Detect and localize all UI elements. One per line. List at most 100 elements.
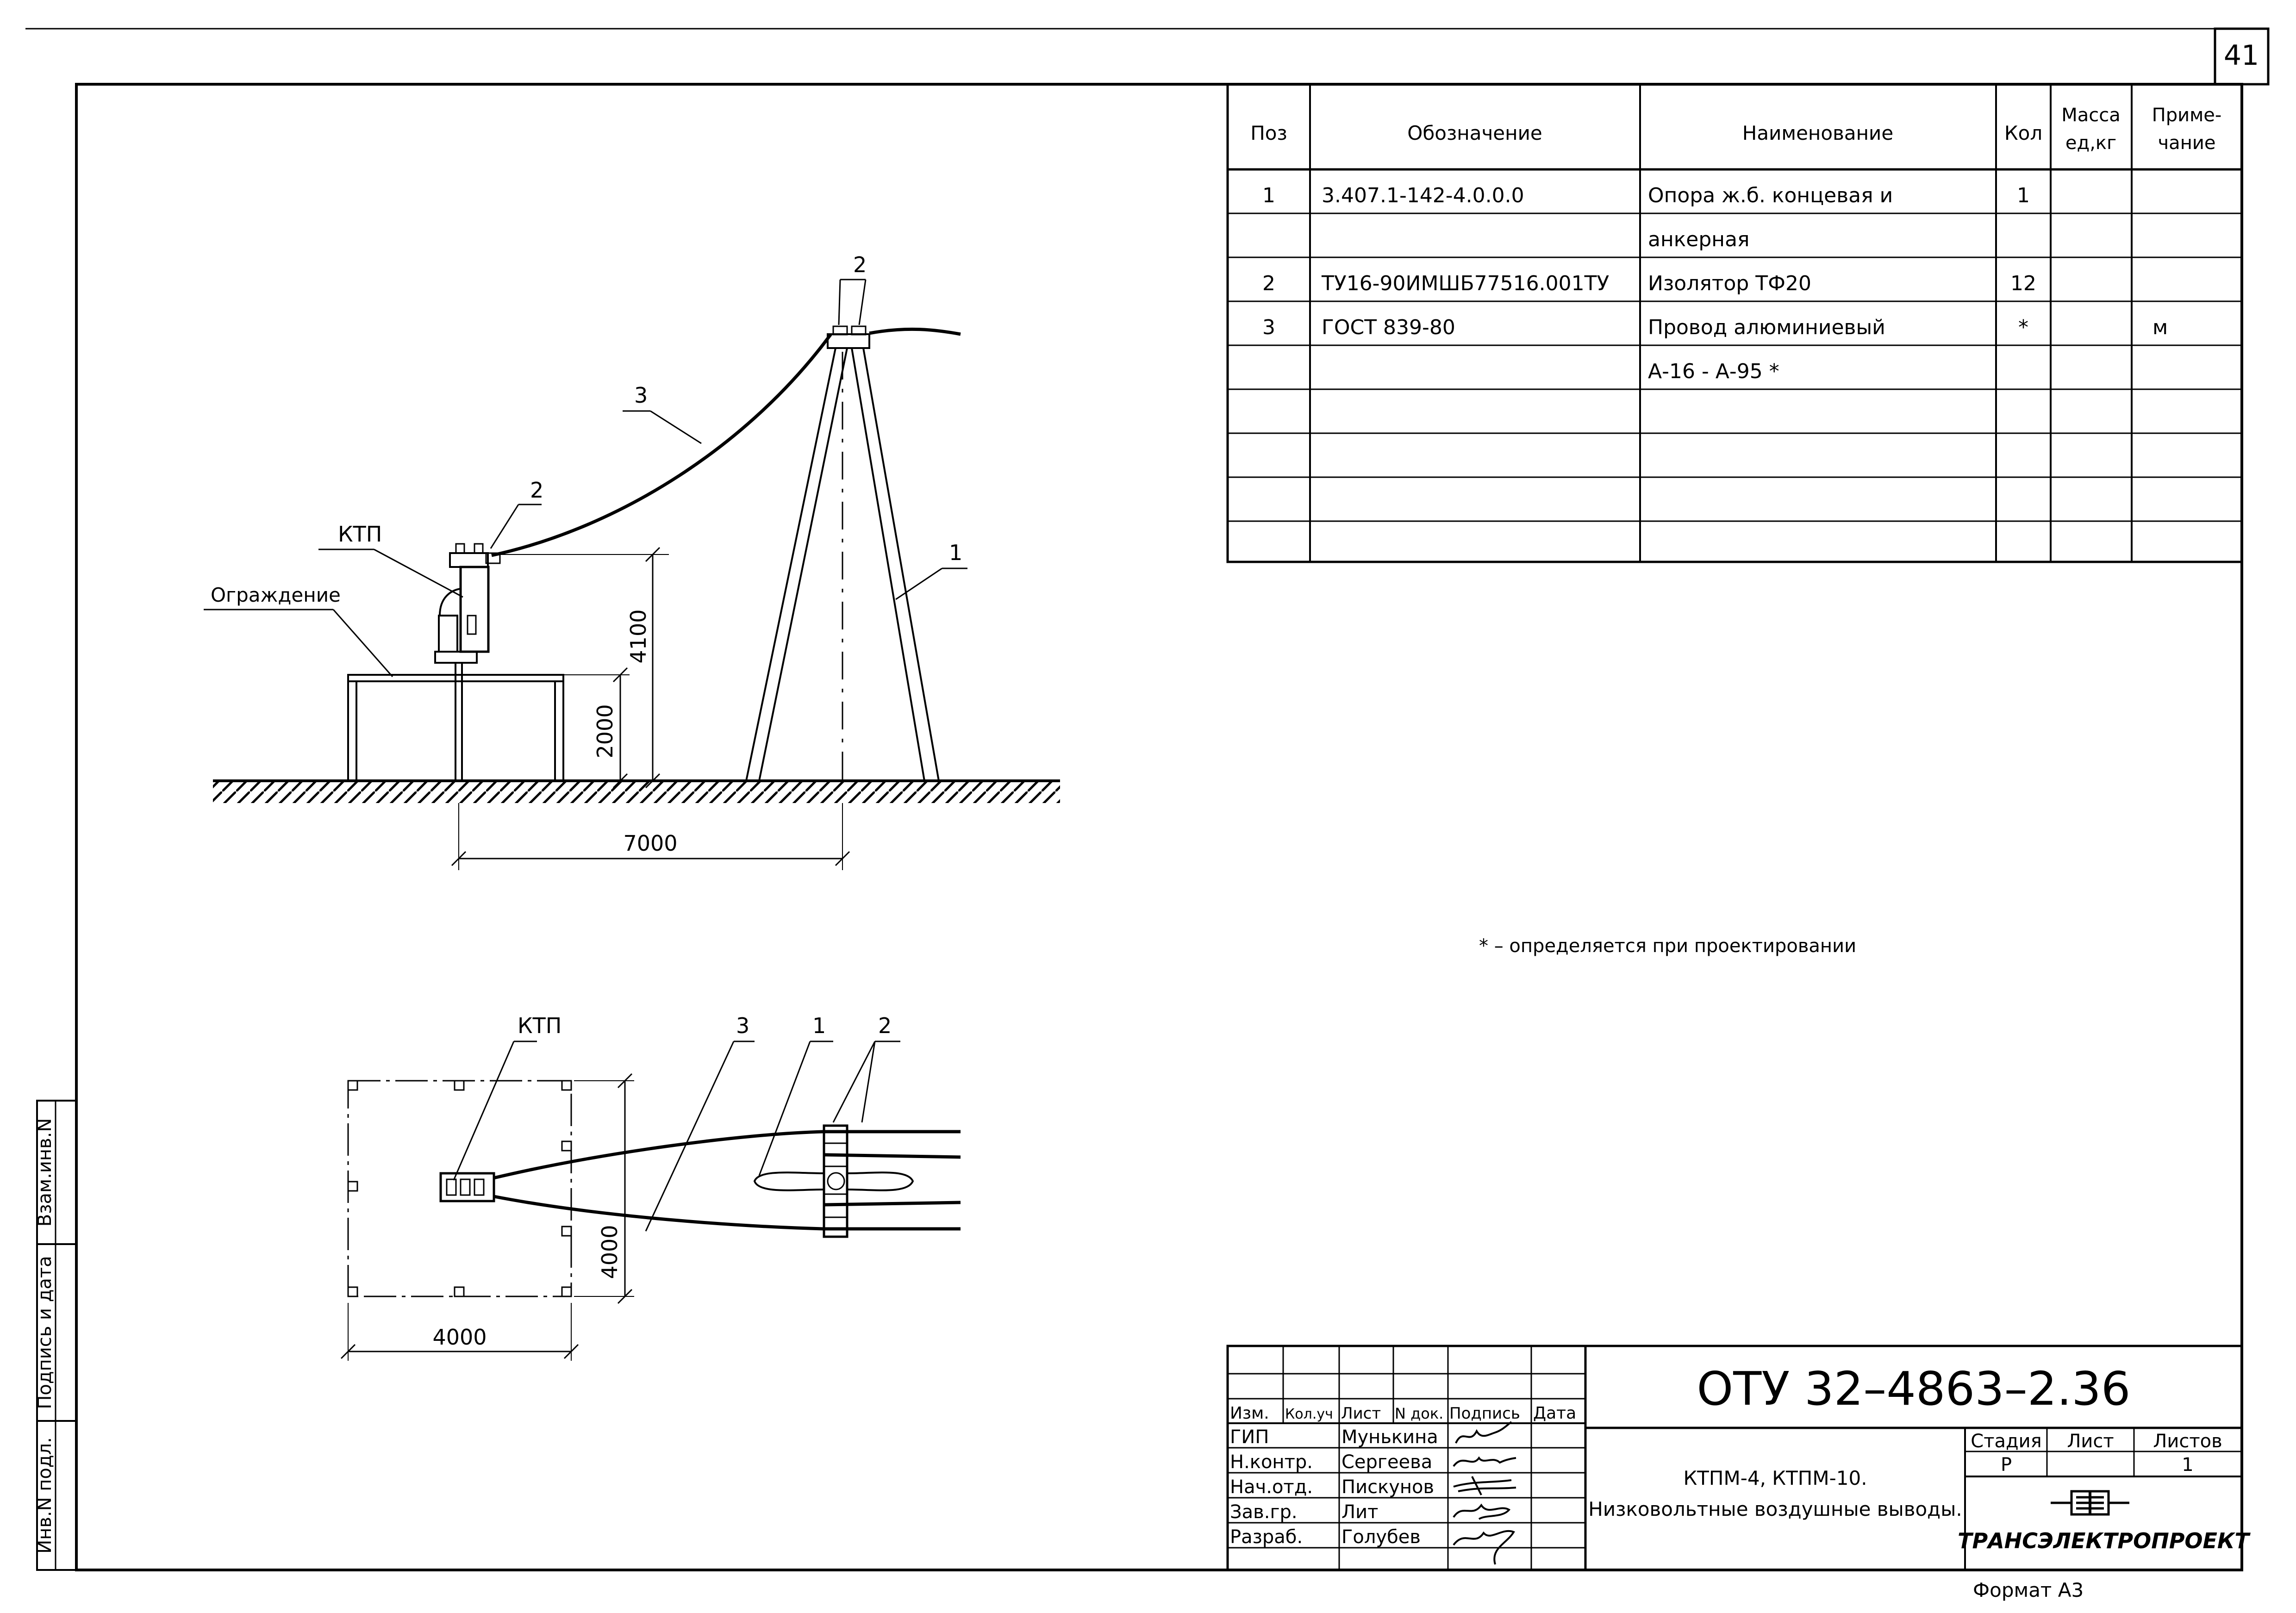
sheet-header: Лист bbox=[2067, 1431, 2114, 1452]
title-block bbox=[1226, 1345, 2243, 1571]
hdr-izm: Изм. bbox=[1230, 1404, 1269, 1423]
signatures bbox=[1453, 1421, 1516, 1565]
staff-row-2: Н.контр. Сергеева bbox=[1230, 1451, 1432, 1473]
plan-pole bbox=[753, 1124, 914, 1238]
header-name: Наименование bbox=[1742, 122, 1893, 144]
spec-row-3: 2 ТУ16-90ИМШБ77516.001ТУ Изолятор ТФ20 1… bbox=[1262, 272, 2036, 295]
plan-dim-depth bbox=[574, 1073, 634, 1304]
conductor-continue bbox=[869, 327, 961, 336]
plan-dim-depth-text: 4000 bbox=[597, 1225, 622, 1279]
plan-callout-2: 2 bbox=[878, 1013, 892, 1038]
ktp-plan bbox=[439, 1172, 495, 1202]
side-podpis: Подпись и дата bbox=[34, 1256, 56, 1409]
plan-callout-3: 3 bbox=[736, 1013, 749, 1038]
staff-name: Пискунов bbox=[1341, 1476, 1434, 1498]
spec-row-1: 1 3.407.1-142-4.0.0.0 Опора ж.б. концева… bbox=[1262, 184, 2030, 207]
org-name: ТРАНСЭЛЕКТРОПРОЕКТ bbox=[1958, 1528, 2251, 1553]
footnote: * – определяется при проектировании bbox=[1479, 935, 1856, 957]
staff-role: Зав.гр. bbox=[1230, 1501, 1298, 1523]
cell-name: Изолятор ТФ20 bbox=[1648, 272, 1811, 295]
ktp-unit bbox=[434, 543, 501, 781]
specification-table bbox=[1226, 83, 2243, 563]
header-pos: Поз bbox=[1250, 122, 1287, 144]
cell-pos: 1 bbox=[1262, 184, 1275, 207]
stage-header: Стадия bbox=[1971, 1431, 2041, 1452]
page-number: 41 bbox=[2224, 39, 2259, 72]
cell-designation: 3.407.1-142-4.0.0.0 bbox=[1322, 184, 1524, 207]
cell-name: Опора ж.б. концевая и bbox=[1648, 184, 1893, 207]
drawing-title-line1: КТПМ-4, КТПМ-10. bbox=[1683, 1467, 1867, 1489]
cell-note: м bbox=[2152, 316, 2168, 339]
staff-name: Голубев bbox=[1341, 1526, 1421, 1548]
signature-table-headers: Изм. Кол.уч Лист N док. Подпись Дата bbox=[1230, 1404, 1576, 1423]
hdr-list: Лист bbox=[1341, 1404, 1381, 1423]
staff-row-1: ГИП Мунькина bbox=[1230, 1426, 1438, 1448]
staff-name: Мунькина bbox=[1341, 1426, 1438, 1448]
header-designation: Обозначение bbox=[1407, 122, 1542, 144]
cell-designation: ТУ16-90ИМШБ77516.001ТУ bbox=[1321, 272, 1609, 295]
cell-qty: * bbox=[2018, 316, 2028, 339]
drawing-title-line2: Низковольтные воздушные выводы. bbox=[1588, 1498, 1962, 1520]
header-qty: Кол bbox=[2004, 122, 2042, 144]
dimension-fence bbox=[563, 667, 630, 789]
label-ktp: КТП bbox=[338, 522, 382, 547]
plan-conductors bbox=[493, 1130, 961, 1231]
sheet-frame bbox=[25, 27, 2270, 1571]
callout-1: 1 bbox=[949, 540, 962, 565]
hdr-podpis: Подпись bbox=[1449, 1404, 1520, 1423]
plan-view: 4000 4000 КТП 3 1 2 bbox=[340, 1013, 961, 1361]
hdr-kol: Кол.уч bbox=[1285, 1406, 1333, 1422]
org-logo bbox=[2051, 1490, 2129, 1516]
elevation-view: 4100 2000 7000 bbox=[204, 252, 1060, 870]
staff-role: Разраб. bbox=[1230, 1526, 1303, 1548]
staff-name: Сергеева bbox=[1341, 1451, 1432, 1473]
side-vzam: Взам.инв.N bbox=[34, 1118, 56, 1227]
plan-dim-width bbox=[340, 1303, 579, 1361]
doc-code: ОТУ 32–4863–2.36 bbox=[1697, 1362, 2131, 1416]
plan-dim-width-text: 4000 bbox=[432, 1325, 487, 1350]
spec-row-2: анкерная bbox=[1648, 228, 1750, 251]
dimension-span bbox=[451, 803, 850, 870]
cell-name: анкерная bbox=[1648, 228, 1750, 251]
plan-leaders bbox=[453, 1040, 900, 1232]
hdr-data: Дата bbox=[1533, 1404, 1576, 1423]
cell-designation: ГОСТ 839-80 bbox=[1322, 316, 1455, 339]
fence-outline bbox=[347, 1080, 572, 1297]
cell-qty: 12 bbox=[2010, 272, 2036, 295]
hdr-ndok: N док. bbox=[1395, 1405, 1443, 1422]
fence-posts bbox=[347, 1080, 572, 1297]
cell-name: Провод алюминиевый bbox=[1648, 316, 1885, 339]
pole bbox=[745, 325, 940, 781]
spec-row-5: А-16 - А-95 * bbox=[1648, 360, 1779, 383]
ground-hatch bbox=[213, 781, 1060, 803]
cell-name: А-16 - А-95 * bbox=[1648, 360, 1779, 383]
staff-row-5: Разраб. Голубев bbox=[1230, 1526, 1421, 1548]
staff-row-3: Нач.отд. Пискунов bbox=[1230, 1476, 1434, 1498]
header-note-line2: чание bbox=[2158, 132, 2216, 154]
dim-fence-text: 2000 bbox=[593, 704, 618, 758]
callout-2-ktp: 2 bbox=[530, 478, 543, 503]
staff-role: ГИП bbox=[1230, 1426, 1269, 1448]
header-mass-line1: Масса bbox=[2061, 105, 2121, 126]
spec-row-4: 3 ГОСТ 839-80 Провод алюминиевый * м bbox=[1262, 316, 2168, 339]
callout-2-top: 2 bbox=[853, 252, 867, 277]
callout-3: 3 bbox=[634, 383, 648, 408]
staff-row-4: Зав.гр. Лит bbox=[1230, 1501, 1378, 1523]
cell-qty: 1 bbox=[2017, 184, 2030, 207]
header-mass-line2: ед,кг bbox=[2065, 132, 2116, 154]
cell-pos: 2 bbox=[1262, 272, 1275, 295]
side-inv-podl: Инв.N подл. bbox=[34, 1437, 56, 1554]
sheets-value: 1 bbox=[2182, 1454, 2193, 1476]
plan-label-ktp: КТП bbox=[518, 1013, 562, 1038]
stage-value: Р bbox=[2001, 1454, 2012, 1476]
staff-role: Нач.отд. bbox=[1230, 1476, 1313, 1498]
staff-role: Н.контр. bbox=[1230, 1451, 1313, 1473]
conductor bbox=[491, 333, 832, 557]
cell-pos: 3 bbox=[1262, 316, 1275, 339]
label-fence: Ограждение bbox=[211, 584, 341, 606]
side-stamp bbox=[36, 1100, 77, 1571]
dim-height-text: 4100 bbox=[626, 609, 651, 663]
dim-span-text: 7000 bbox=[623, 831, 677, 856]
elevation-leaders bbox=[204, 279, 967, 677]
